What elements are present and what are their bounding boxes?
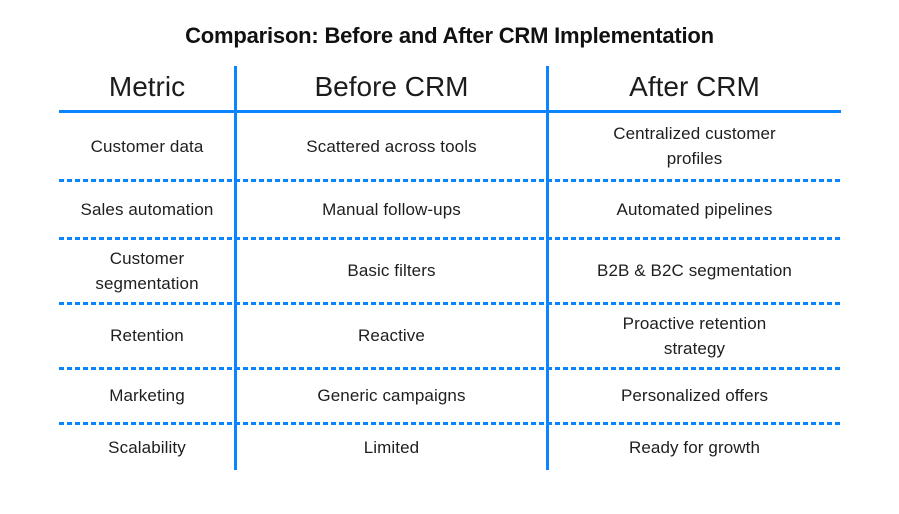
cell-after: B2B & B2C segmentation <box>597 261 792 280</box>
row-divider-line <box>59 302 841 305</box>
cell-metric: Scalability <box>108 437 186 457</box>
table-row: Scalability Limited Ready for growth <box>59 423 841 471</box>
column-divider-line <box>234 66 237 470</box>
header-divider-line <box>59 110 841 113</box>
header-after-crm: After CRM <box>629 71 760 102</box>
table-row: Marketing Generic campaigns Personalized… <box>59 368 841 423</box>
comparison-table: Metric Before CRM After CRM Customer dat… <box>59 66 841 470</box>
cell-after: Centralized customer profiles <box>613 124 776 168</box>
header-metric: Metric <box>108 71 186 102</box>
cell-metric: Customer segmentation <box>95 248 199 293</box>
row-divider-line <box>59 237 841 240</box>
column-divider-line <box>546 66 549 470</box>
table-row: Customer segmentation Basic filters B2B … <box>59 238 841 303</box>
cell-before: Reactive <box>358 326 425 345</box>
row-divider-line <box>59 367 841 370</box>
table-header-row: Metric Before CRM After CRM <box>59 66 841 112</box>
table-row: Retention Reactive Proactive retention s… <box>59 303 841 368</box>
cell-before: Manual follow-ups <box>322 199 461 219</box>
cell-after: Automated pipelines <box>616 199 773 219</box>
table-row: Customer data Scattered across tools Cen… <box>59 112 841 180</box>
cell-after: Personalized offers <box>620 386 769 405</box>
cell-before: Basic filters <box>347 261 436 280</box>
cell-metric: Customer data <box>90 136 204 156</box>
cell-metric: Sales automation <box>80 199 214 219</box>
cell-after: Ready for growth <box>628 437 761 457</box>
cell-before: Generic campaigns <box>317 386 466 405</box>
row-divider-line <box>59 422 841 425</box>
page-title: Comparison: Before and After CRM Impleme… <box>185 23 714 48</box>
row-divider-line <box>59 179 841 182</box>
cell-metric: Retention <box>110 326 184 345</box>
cell-before: Limited <box>363 437 420 457</box>
cell-metric: Marketing <box>109 386 185 405</box>
header-before-crm: Before CRM <box>314 71 469 102</box>
cell-before: Scattered across tools <box>306 136 477 156</box>
table-row: Sales automation Manual follow-ups Autom… <box>59 180 841 238</box>
cell-after: Proactive retention strategy <box>622 313 767 358</box>
